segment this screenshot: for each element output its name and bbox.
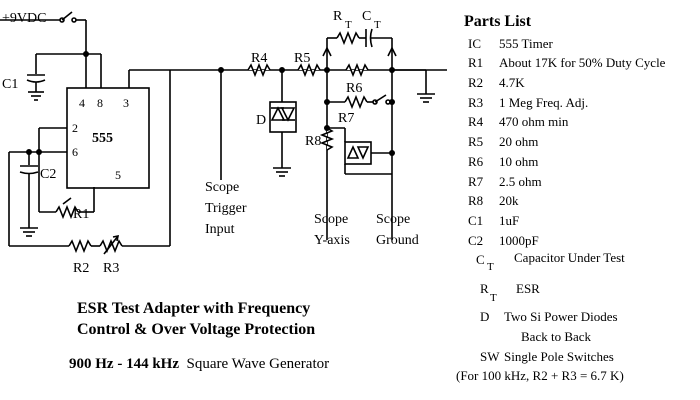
c2-label: C2 — [40, 167, 56, 182]
parts-row: R2 4.7K — [456, 73, 696, 93]
diode — [280, 107, 296, 122]
parts-row: R4 470 ohm min — [456, 112, 696, 132]
trigger-label-2: Trigger — [205, 201, 247, 216]
ic-label: 555 — [92, 131, 113, 146]
yaxis-label-2: Y-axis — [314, 233, 350, 248]
rt-sub-label: T — [345, 19, 352, 31]
c1-label: C1 — [2, 77, 18, 92]
pin-label: 4 — [79, 96, 85, 110]
r3-label: R3 — [103, 261, 119, 276]
part-description: 555 Timer — [499, 35, 553, 51]
part-description: 1 Meg Freq. Adj. — [499, 94, 589, 110]
r6-resistor — [345, 62, 369, 78]
part-code: C1 — [468, 212, 484, 228]
switch-contact — [71, 17, 77, 23]
parts-note: (For 100 kHz, R2 + R3 = 6.7 K) — [456, 368, 624, 384]
parts-row: R8 20k — [456, 191, 696, 211]
ct-label: C — [362, 9, 371, 24]
pin-label: 6 — [72, 145, 78, 159]
parts-row: IC 555 Timer — [456, 34, 696, 54]
pin-label: 2 — [72, 121, 78, 135]
d-label: D — [256, 113, 266, 128]
part-description: 4.7K — [499, 75, 525, 91]
ct-sub-label: T — [374, 19, 381, 31]
parts-row: R1 About 17K for 50% Duty Cycle — [456, 53, 696, 73]
r6-label: R6 — [346, 81, 362, 96]
parts-row: C2 1000pF — [456, 231, 696, 251]
parts-row: R7 2.5 ohm — [456, 172, 696, 192]
part-code: R2 — [468, 75, 484, 91]
part-description: 470 ohm min — [499, 114, 569, 130]
parts-row: R6 10 ohm — [456, 152, 696, 172]
r2-resistor — [68, 238, 92, 254]
rt-label: R — [333, 9, 343, 24]
part-code: R4 — [468, 114, 484, 130]
part-code: R1 — [468, 55, 484, 71]
r4-resistor — [247, 62, 271, 78]
parts-row-sw: SW Single Pole Switches — [480, 348, 614, 364]
supply-switch[interactable] — [61, 11, 73, 21]
part-description: 2.5 ohm — [499, 173, 542, 189]
diode-pair — [269, 101, 297, 133]
parts-row: R5 20 ohm — [456, 132, 696, 152]
part-description: 10 ohm — [499, 153, 539, 169]
parts-row: C1 1uF — [456, 211, 696, 231]
part-description: 1uF — [499, 212, 520, 228]
parts-list-title: Parts List — [464, 13, 532, 30]
ic-555-body — [66, 87, 150, 189]
trigger-label-3: Input — [205, 222, 235, 237]
yaxis-label-1: Scope — [314, 212, 348, 227]
part-code: R8 — [468, 193, 484, 209]
c1-plate — [26, 79, 46, 83]
diode — [346, 145, 360, 159]
part-description: About 17K for 50% Duty Cycle — [499, 55, 666, 71]
pin-label: 5 — [115, 168, 121, 182]
r1-resistor — [55, 204, 79, 220]
r7-resistor — [344, 94, 368, 110]
pin-label: 8 — [97, 96, 103, 110]
part-description: 20 ohm — [499, 134, 539, 150]
r8-label: R8 — [305, 134, 321, 149]
rt-esr-resistor — [336, 30, 360, 46]
ct-plate — [369, 28, 373, 48]
part-code: R6 — [468, 153, 484, 169]
part-code: R7 — [468, 173, 484, 189]
parts-row: R3 1 Meg Freq. Adj. — [456, 93, 696, 113]
diagram-subtitle: 900 Hz - 144 kHz Square Wave Generator — [69, 356, 330, 372]
part-code: IC — [468, 35, 481, 51]
part-description: 1000pF — [499, 232, 539, 248]
r5-resistor — [297, 62, 321, 78]
test-clip — [322, 46, 332, 57]
r7-label: R7 — [338, 111, 354, 126]
r5-label: R5 — [294, 51, 310, 66]
r7-switch[interactable] — [374, 94, 387, 103]
r1-label: R1 — [73, 207, 89, 222]
r4-label: R4 — [251, 51, 267, 66]
r2-label: R2 — [73, 261, 89, 276]
protection-diodes — [344, 141, 372, 165]
part-code: R3 — [468, 94, 484, 110]
trigger-label-1: Scope — [205, 180, 239, 195]
part-code: R5 — [468, 134, 484, 150]
part-description: 20k — [499, 193, 519, 209]
diode — [270, 106, 286, 121]
test-clip — [387, 46, 397, 57]
r3-resistor[interactable] — [99, 238, 123, 254]
diode — [356, 146, 370, 160]
parts-row-d: D Two Si Power Diodes — [480, 309, 618, 325]
ground-label-1: Scope — [376, 212, 410, 227]
diagram-title: ESR Test Adapter with Frequency Control … — [77, 300, 316, 338]
parts-row-d2: Back to Back — [521, 328, 592, 344]
supply-label: +9VDC — [2, 11, 46, 26]
r8-resistor — [319, 127, 335, 151]
part-code: C2 — [468, 232, 484, 248]
pin-label: 3 — [123, 96, 129, 110]
ground-label-2: Ground — [376, 233, 419, 248]
